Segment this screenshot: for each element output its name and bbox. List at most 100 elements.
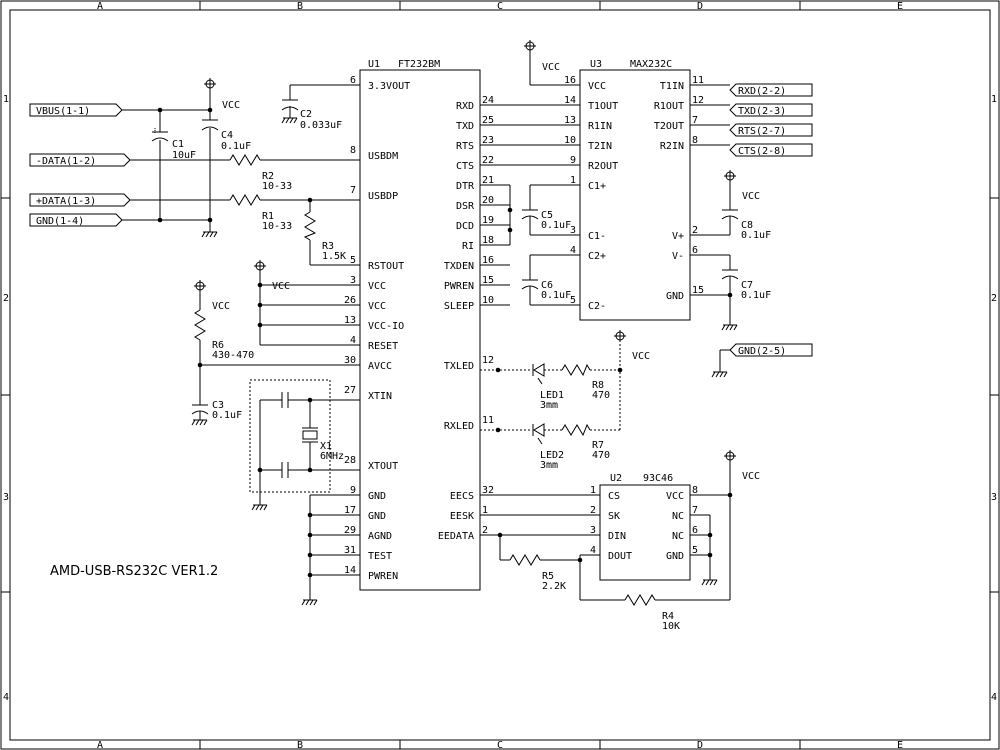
c6-ref: C6: [541, 280, 553, 291]
pin-number: 14: [344, 565, 356, 576]
pin-number: 7: [692, 115, 698, 126]
r4-value: 10K: [662, 621, 680, 632]
pin-number: 2: [482, 525, 488, 536]
pin-number: 3: [350, 275, 356, 286]
pin-number: 4: [590, 545, 596, 556]
frame-row-label: 3: [991, 492, 997, 503]
pin-number: 1: [482, 505, 488, 516]
frame-column-labels-bottom: A B C D E: [97, 740, 903, 750]
c3-value: 0.1uF: [212, 410, 242, 421]
u1-power-wiring: [197, 275, 360, 420]
r8-resistor: R8 470: [561, 363, 610, 401]
vcc-label: VCC: [272, 281, 290, 292]
pin-name: C1+: [588, 181, 606, 192]
pin-number: 27: [344, 385, 356, 396]
usb-input-wiring: [122, 84, 360, 266]
ground-symbol: [201, 231, 218, 238]
c3-ref: C3: [212, 400, 224, 411]
pin-number: 26: [344, 295, 356, 306]
c1-value: 10uF: [172, 150, 196, 161]
ground-symbol: [701, 579, 718, 586]
vcc-symbol: VCC: [254, 260, 290, 292]
r7-value: 470: [592, 450, 610, 461]
ic-pin: C1+1: [570, 175, 606, 192]
pin-number: 17: [344, 505, 356, 516]
pin-number: 25: [482, 115, 494, 126]
r3-value: 1.5K: [322, 251, 346, 262]
pin-name: RTS: [456, 141, 474, 152]
pin-number: 28: [344, 455, 356, 466]
pin-number: 9: [350, 485, 356, 496]
r6-resistor: R6 430-470: [194, 309, 254, 361]
pin-number: 32: [482, 485, 494, 496]
led2-ref: LED2: [540, 450, 564, 461]
port-gnd-out: GND(2-5): [729, 343, 813, 357]
frame-col-label: B: [297, 740, 303, 750]
pin-number: 5: [692, 545, 698, 556]
pin-name: NC: [672, 511, 684, 522]
port-rts-label: RTS(2-7): [738, 126, 786, 137]
c1-ref: C1: [172, 139, 184, 150]
u2-93c46: U2 93C46: [599, 473, 691, 581]
u3-ref: U3: [590, 59, 602, 70]
frame-row-label: 2: [991, 293, 997, 304]
r1-value: 10-33: [262, 221, 292, 232]
u1-ground-wiring: [307, 494, 360, 600]
c6-capacitor: C6 0.1uF: [521, 279, 571, 301]
vcc-symbol: VCC: [204, 78, 240, 111]
schematic-title: AMD-USB-RS232C VER1.2: [50, 564, 218, 579]
r2-ref: R2: [262, 171, 274, 182]
pin-name: VCC: [368, 281, 386, 292]
x1-ref: X1: [320, 441, 332, 452]
led1-diode: LED1 3mm: [532, 363, 564, 411]
ground-symbol: [721, 324, 738, 331]
pin-number: 24: [482, 95, 494, 106]
pin-number: 3: [590, 525, 596, 536]
r4-ref: R4: [662, 611, 674, 622]
pin-name: C1-: [588, 231, 606, 242]
port-rts: RTS(2-7): [729, 123, 813, 137]
r6-value: 430-470: [212, 350, 254, 361]
frame-row-label: 3: [3, 492, 9, 503]
u3-left-pins: VCC16T1OUT14R1IN13T2IN10R2OUT9C1+1C1-3C2…: [564, 75, 618, 312]
c8-ref: C8: [741, 220, 753, 231]
pin-name: V+: [672, 231, 684, 242]
pin-number: 30: [344, 355, 356, 366]
pin-number: 10: [564, 135, 576, 146]
pin-number: 13: [344, 315, 356, 326]
pin-name: RSTOUT: [368, 261, 404, 272]
pin-name: R1IN: [588, 121, 612, 132]
frame-col-label: A: [97, 740, 103, 750]
ic-pin: C2+4: [570, 245, 606, 262]
frame-col-label: A: [97, 1, 103, 12]
pin-name: RXLED: [444, 421, 474, 432]
r7-resistor: R7 470: [561, 423, 610, 461]
c2-capacitor: C2 0.033uF: [281, 99, 342, 131]
led2-value: 3mm: [540, 460, 558, 471]
pin-name: GND: [666, 291, 684, 302]
pin-number: 8: [350, 145, 356, 156]
pin-name: DSR: [456, 201, 475, 212]
pin-name: VCC: [588, 81, 606, 92]
vcc-label: VCC: [632, 351, 650, 362]
port-gnd-in-label: GND(1-4): [36, 216, 84, 227]
r3-ref: R3: [322, 241, 334, 252]
frame-row-label: 4: [3, 692, 9, 703]
frame-row-label: 4: [991, 692, 997, 703]
r2-value: 10-33: [262, 181, 292, 192]
